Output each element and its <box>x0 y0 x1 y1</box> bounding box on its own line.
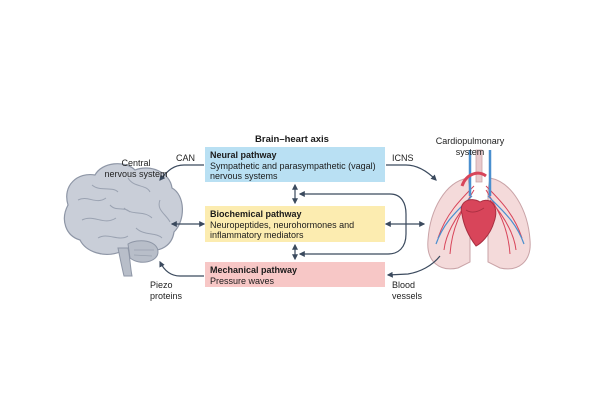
diagram-title: Brain–heart axis <box>255 134 329 145</box>
can-label: CAN <box>176 153 196 163</box>
biochemical-pathway-box: Biochemical pathway Neuropeptides, neuro… <box>205 206 385 242</box>
biochemical-pathway-title: Biochemical pathway <box>210 209 302 219</box>
heart-label: Cardiopulmonary system <box>435 136 505 157</box>
brain-label: Central nervous system <box>104 158 168 179</box>
neural-pathway-desc: Sympathetic and parasympathetic (vagal) … <box>210 160 376 182</box>
brain-illustration <box>63 163 183 277</box>
blood-vessels-label: Blood vessels <box>392 280 423 301</box>
cardiopulmonary-illustration <box>427 149 531 270</box>
mechanical-pathway-desc: Pressure waves <box>210 275 275 286</box>
biochemical-pathway-desc: Neuropeptides, neurohormones and inflamm… <box>210 219 355 241</box>
pathway-arrows <box>159 164 441 278</box>
piezo-label: Piezo proteins <box>150 280 183 301</box>
neural-pathway-title: Neural pathway <box>210 150 277 160</box>
mechanical-pathway-box: Mechanical pathway Pressure waves <box>205 262 385 287</box>
mechanical-pathway-title: Mechanical pathway <box>210 265 298 275</box>
neural-pathway-box: Neural pathway Sympathetic and parasympa… <box>205 147 385 182</box>
icns-label: ICNS <box>392 153 414 163</box>
